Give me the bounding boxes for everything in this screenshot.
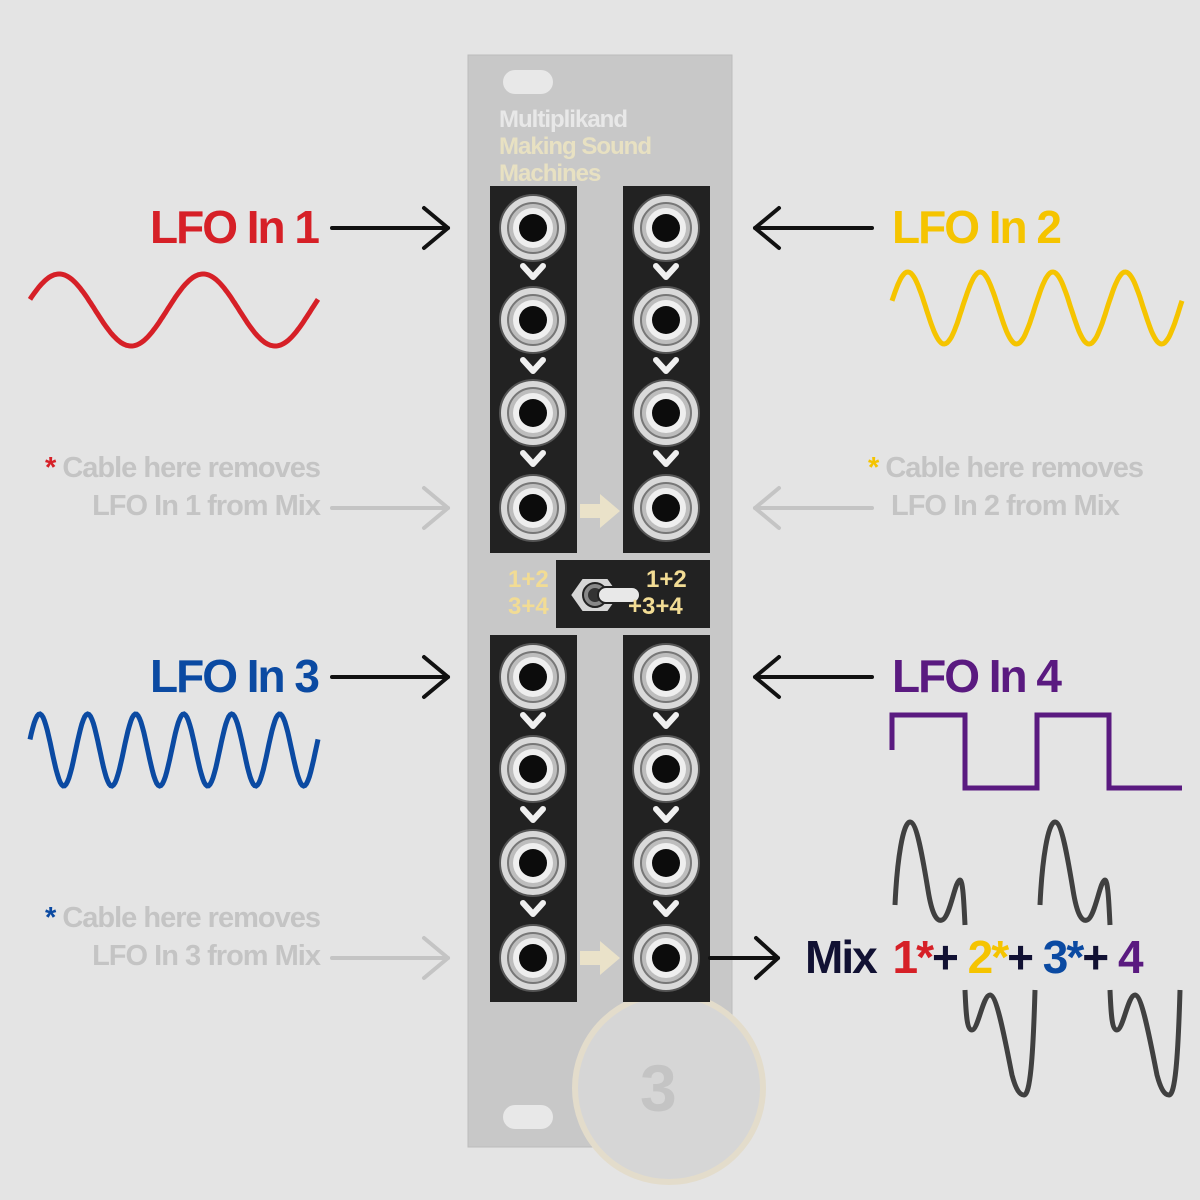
mix-term-2: 2 [967, 931, 994, 983]
chevron-down-icon [520, 712, 546, 729]
note-arrow-3 [330, 936, 450, 980]
brand-line-1: Multiplikand [499, 106, 628, 133]
jack-13[interactable] [632, 643, 700, 711]
jack-16[interactable] [632, 924, 700, 992]
mix-plus-3: + [1082, 931, 1109, 983]
label-lfo-in-3: LFO In 3 [150, 650, 320, 702]
note-2-text-1: Cable here removes [885, 452, 1144, 484]
switch-left-label-2: 3+4 [508, 593, 549, 620]
jack-7[interactable] [499, 829, 567, 897]
jack-4[interactable] [499, 474, 567, 542]
jack-1[interactable] [499, 194, 567, 262]
mix-mode-toggle[interactable] [568, 577, 641, 613]
arrow-in-4 [753, 655, 874, 699]
jack-15[interactable] [632, 829, 700, 897]
mix-star-1: * [916, 931, 934, 983]
chevron-down-icon [653, 900, 679, 917]
note-1-line-1: * Cable here removes [44, 452, 321, 484]
chevron-down-icon [653, 450, 679, 467]
note-3-line-2: LFO In 3 from Mix [92, 940, 321, 972]
normal-chevrons [520, 263, 679, 917]
sine-wave-2 [889, 269, 1185, 347]
jack-sockets[interactable] [499, 194, 700, 992]
mix-formula: Mix 1*+ 2*+ 3*+ 4 [805, 931, 1144, 983]
mix-wave-upper-2 [1037, 819, 1113, 926]
arrow-in-3 [330, 655, 450, 699]
brand-line-3: Machines [499, 160, 601, 187]
chevron-down-icon [520, 263, 546, 280]
mix-label: Mix [805, 931, 878, 983]
mix-term-1: 1 [892, 931, 918, 983]
jack-10[interactable] [632, 286, 700, 354]
mount-hole-bottom [503, 1105, 553, 1129]
note-arrow-2 [753, 486, 874, 530]
mix-wave-lower-2 [1107, 989, 1183, 1098]
note-2-line-1: * Cable here removes [868, 452, 1144, 484]
jack-5[interactable] [499, 643, 567, 711]
label-lfo-in-4: LFO In 4 [892, 650, 1062, 702]
arrow-out-mix [708, 936, 780, 980]
arrow-in-2 [753, 206, 874, 250]
arrow-in-1 [330, 206, 450, 250]
mix-wave-upper [892, 819, 968, 926]
sine-wave-1 [27, 271, 321, 349]
chevron-down-icon [520, 450, 546, 467]
mix-star-3: * [1066, 931, 1084, 983]
switch-right-label-1: 1+2 [646, 566, 687, 593]
note-2-line-2: LFO In 2 from Mix [891, 490, 1120, 522]
mix-wave-lower [962, 989, 1038, 1098]
brand-line-2: Making Sound [499, 133, 652, 160]
chevron-down-icon [653, 712, 679, 729]
note-1-star: * [44, 452, 56, 484]
label-lfo-in-1: LFO In 1 [150, 201, 320, 253]
note-arrows [330, 486, 874, 980]
chevron-down-icon [653, 806, 679, 823]
note-3-line-1: * Cable here removes [44, 902, 321, 934]
chevron-down-icon [653, 263, 679, 280]
note-1-line-2: LFO In 1 from Mix [92, 490, 321, 522]
label-lfo-in-2: LFO In 2 [892, 201, 1062, 253]
jack-2[interactable] [499, 286, 567, 354]
mount-hole-top [503, 70, 553, 94]
chevron-down-icon [520, 900, 546, 917]
note-3-text-1: Cable here removes [62, 902, 321, 934]
note-arrow-1 [330, 486, 450, 530]
mix-plus-1: + [931, 931, 959, 983]
switch-left-label-1: 1+2 [508, 566, 549, 593]
note-2-star: * [868, 452, 879, 484]
note-1-text-1: Cable here removes [62, 452, 321, 484]
chevron-down-icon [520, 357, 546, 374]
chevron-down-icon [520, 806, 546, 823]
sine-wave-3 [27, 711, 321, 789]
jack-3[interactable] [499, 379, 567, 447]
mix-term-3: 3 [1042, 931, 1069, 983]
jack-14[interactable] [632, 735, 700, 803]
jack-6[interactable] [499, 735, 567, 803]
mix-star-2: * [991, 931, 1009, 983]
sum-arrow-bottom [580, 941, 620, 975]
module-number: 3 [640, 1051, 677, 1125]
chevron-down-icon [653, 357, 679, 374]
jack-9[interactable] [632, 194, 700, 262]
square-wave-4 [889, 712, 1182, 791]
mix-term-4: 4 [1117, 931, 1144, 983]
mix-plus-2: + [1007, 931, 1034, 983]
jack-12[interactable] [632, 474, 700, 542]
jack-11[interactable] [632, 379, 700, 447]
switch-right-label-2: +3+4 [628, 593, 683, 620]
input-arrows [330, 206, 874, 980]
jack-8[interactable] [499, 924, 567, 992]
sum-arrow-top [580, 494, 620, 528]
note-3-star: * [44, 902, 56, 934]
